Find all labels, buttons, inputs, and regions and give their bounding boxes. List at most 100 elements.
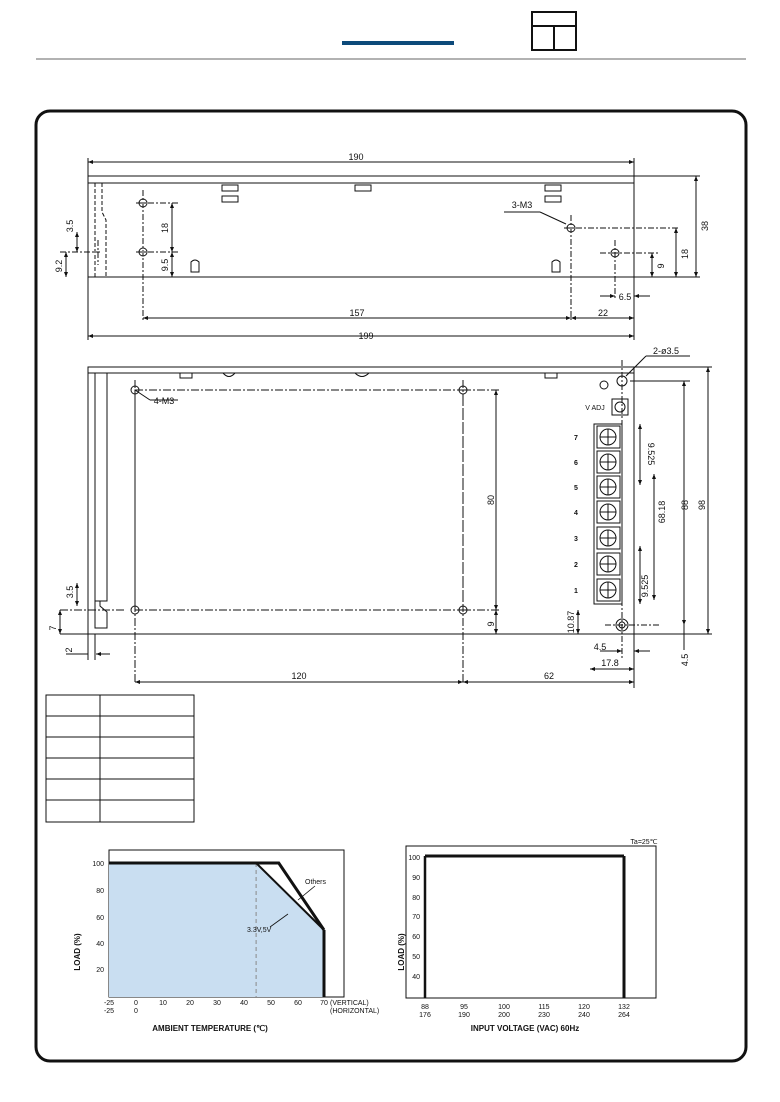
x-tick-label: -25 bbox=[104, 1000, 114, 1007]
static-plot-area bbox=[405, 845, 657, 999]
screw-label-3m3: 3-M3 bbox=[512, 200, 533, 210]
dim-4-5-horizontal: 4.5 bbox=[594, 642, 607, 652]
dim-18-right: 18 bbox=[680, 249, 690, 259]
x-end-label-horizontal: (HORIZONTAL) bbox=[330, 1008, 379, 1015]
dim-3-5-top: 3.5 bbox=[65, 586, 75, 599]
terminal-2: 2 bbox=[574, 562, 578, 569]
y-tick-static: 60 bbox=[412, 934, 420, 941]
y-tick-label: 20 bbox=[96, 967, 104, 974]
derating-ylabel: LOAD (%) bbox=[73, 933, 82, 971]
hole-label-2-3-5: 2-ø3.5 bbox=[653, 346, 679, 356]
terminal-5: 5 bbox=[574, 485, 578, 492]
x-tick-bottom: 240 bbox=[578, 1012, 590, 1019]
leader-others bbox=[297, 885, 316, 901]
x-tick-bottom: 230 bbox=[538, 1012, 550, 1019]
terminal-7: 7 bbox=[574, 435, 578, 442]
dim-62: 62 bbox=[544, 671, 554, 681]
static-ylabel: LOAD (%) bbox=[397, 933, 406, 971]
derating-series-line bbox=[109, 862, 325, 931]
y-tick-static: 100 bbox=[408, 855, 420, 862]
static-chart: Ta=25℃ INPUT VOLTAGE (VAC) 60Hz LOAD (%)… bbox=[397, 839, 658, 1033]
y-tick-label: 40 bbox=[96, 941, 104, 948]
dim-157: 157 bbox=[349, 308, 364, 318]
x-tick-bottom: 176 bbox=[419, 1012, 431, 1019]
x-tick-top: 88 bbox=[421, 1004, 429, 1011]
x-end-label-vertical: (VERTICAL) bbox=[330, 1000, 369, 1007]
derating-xlabel: AMBIENT TEMPERATURE (℃) bbox=[152, 1024, 268, 1033]
top-view-drawing bbox=[58, 355, 712, 688]
x-tick-label: 30 bbox=[213, 1000, 221, 1007]
static-xlabel: INPUT VOLTAGE (VAC) 60Hz bbox=[471, 1024, 579, 1033]
mount-label-4m3: 4-M3 bbox=[154, 396, 175, 406]
dim-98: 98 bbox=[697, 500, 707, 510]
dim-9-525-upper: 9.525 bbox=[646, 443, 656, 466]
dim-7: 7 bbox=[48, 625, 58, 630]
dim-9-5: 9.5 bbox=[160, 259, 170, 272]
x-tick-top: 132 bbox=[618, 1004, 630, 1011]
dim-68-18: 68.18 bbox=[657, 501, 667, 524]
x-tick-label: 10 bbox=[159, 1000, 167, 1007]
x-tick-label: 0 bbox=[134, 1000, 138, 1007]
leader-3v3 bbox=[269, 913, 289, 928]
dim-4-5-vertical: 4.5 bbox=[680, 654, 690, 667]
dim-6-5: 6.5 bbox=[619, 292, 632, 302]
y-tick-static: 80 bbox=[412, 895, 420, 902]
y-tick-static: 70 bbox=[412, 914, 420, 921]
dim-80: 80 bbox=[486, 495, 496, 505]
side-view-drawing bbox=[60, 158, 700, 340]
terminal-4: 4 bbox=[574, 510, 578, 517]
x-tick-label: 50 bbox=[267, 1000, 275, 1007]
y-tick-label: 80 bbox=[96, 888, 104, 895]
x-tick-label-horizontal: 0 bbox=[134, 1008, 138, 1015]
content-frame bbox=[34, 109, 748, 1063]
curve-label-others: Others bbox=[305, 879, 327, 886]
y-tick-label: 100 bbox=[92, 861, 104, 868]
dim-9-right: 9 bbox=[656, 263, 666, 268]
x-tick-label: 70 bbox=[320, 1000, 328, 1007]
dim-3-5-side: 3.5 bbox=[65, 220, 75, 233]
dim-9-bottom: 9 bbox=[486, 621, 496, 626]
dim-190: 190 bbox=[348, 152, 363, 162]
x-tick-top: 120 bbox=[578, 1004, 590, 1011]
dim-2: 2 bbox=[64, 647, 74, 652]
x-tick-label: 40 bbox=[240, 1000, 248, 1007]
terminal-6: 6 bbox=[574, 460, 578, 467]
dim-18-left: 18 bbox=[160, 223, 170, 233]
derating-chart: AMBIENT TEMPERATURE (℃) LOAD (%) -25 0 1… bbox=[73, 849, 379, 1033]
x-tick-label: 60 bbox=[294, 1000, 302, 1007]
page-header bbox=[36, 11, 746, 60]
dim-120: 120 bbox=[291, 671, 306, 681]
dim-38: 38 bbox=[700, 221, 710, 231]
x-tick-bottom: 200 bbox=[498, 1012, 510, 1019]
y-tick-static: 50 bbox=[412, 954, 420, 961]
dim-9-525-lower: 9.525 bbox=[640, 575, 650, 598]
dim-199: 199 bbox=[358, 331, 373, 341]
dim-10-87: 10.87 bbox=[566, 611, 576, 634]
dim-17-8: 17.8 bbox=[601, 658, 619, 668]
brand-bar bbox=[342, 41, 454, 45]
pin-table bbox=[45, 694, 195, 823]
dim-88: 88 bbox=[680, 500, 690, 510]
terminal-3: 3 bbox=[574, 536, 578, 543]
y-tick-static: 90 bbox=[412, 875, 420, 882]
derating-area bbox=[109, 863, 324, 997]
x-tick-bottom: 190 bbox=[458, 1012, 470, 1019]
brand-logo bbox=[531, 11, 577, 51]
dim-9-2: 9.2 bbox=[54, 260, 64, 273]
x-tick-bottom: 264 bbox=[618, 1012, 630, 1019]
x-tick-label-horizontal: -25 bbox=[104, 1008, 114, 1015]
side-view-dimensions: 190 38 3.5 9.2 18 9.5 3-M3 18 9 6.5 157 … bbox=[54, 152, 710, 341]
x-tick-label: 20 bbox=[186, 1000, 194, 1007]
x-tick-top: 100 bbox=[498, 1004, 510, 1011]
static-top-note: Ta=25℃ bbox=[630, 839, 657, 846]
curve-label-3v3-5v: 3.3V,5V bbox=[247, 927, 272, 934]
vadj-label: V ADJ bbox=[585, 405, 604, 412]
terminal-1: 1 bbox=[574, 588, 578, 595]
y-tick-label: 60 bbox=[96, 915, 104, 922]
x-tick-top: 95 bbox=[460, 1004, 468, 1011]
x-tick-top: 115 bbox=[538, 1004, 549, 1011]
dim-22: 22 bbox=[598, 308, 608, 318]
top-view-dimensions: 2-ø3.5 4-M3 V ADJ 7 6 5 4 3 2 1 9.525 68… bbox=[48, 346, 707, 681]
y-tick-static: 40 bbox=[412, 974, 420, 981]
